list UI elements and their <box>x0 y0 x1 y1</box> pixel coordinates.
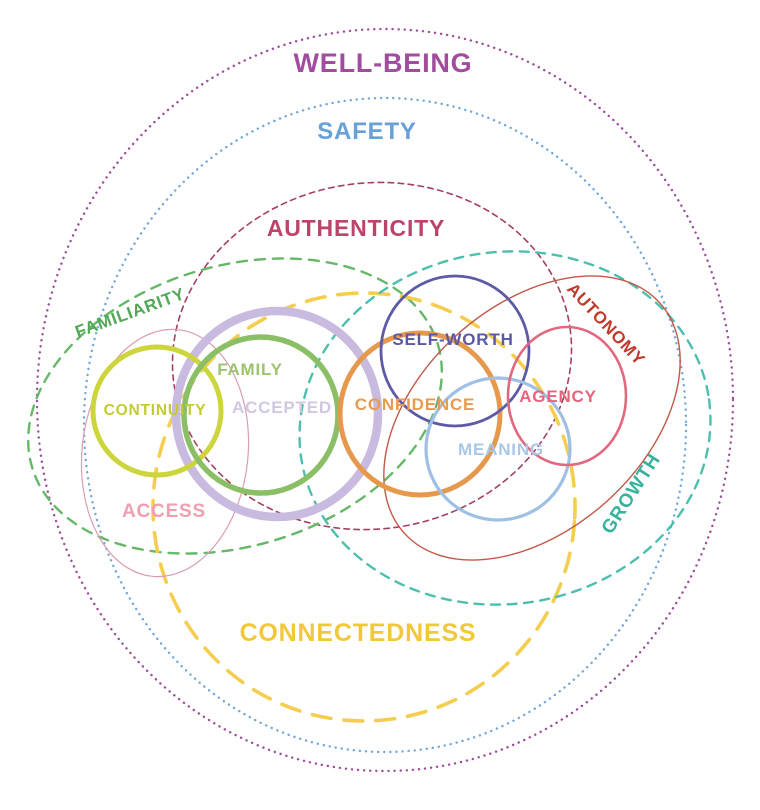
growth-ring <box>298 250 712 606</box>
continuity-ring <box>90 344 224 478</box>
access-ring <box>80 328 250 578</box>
meaning-ring <box>424 376 572 522</box>
accepted-ring <box>171 306 383 522</box>
family-label: FAMILY <box>217 360 283 379</box>
accepted-label: ACCEPTED <box>232 398 332 417</box>
access-label: ACCESS <box>122 501 206 522</box>
well-being-label: WELL-BEING <box>294 48 473 78</box>
safety-label: SAFETY <box>317 118 416 145</box>
meaning-label: MEANING <box>458 440 544 459</box>
connectedness-label: CONNECTEDNESS <box>240 619 477 647</box>
authenticity-label: AUTHENTICITY <box>267 215 445 241</box>
agency-label: AGENCY <box>519 387 597 406</box>
connectedness-ring <box>151 291 577 723</box>
safety-ring <box>82 96 688 754</box>
autonomy-label: AUTONOMY <box>563 279 649 369</box>
autonomy-ring <box>383 275 681 561</box>
confidence-ring <box>337 330 503 498</box>
growth-label: GROWTH <box>598 450 665 538</box>
familiarity-ring <box>26 257 444 555</box>
agency-ring <box>506 325 628 467</box>
familiarity-label: FAMILIARITY <box>73 284 188 341</box>
self-worth-label: SELF-WORTH <box>392 330 513 349</box>
self-worth-ring <box>379 274 531 428</box>
well-being-ring <box>35 27 735 773</box>
confidence-label: CONFIDENCE <box>355 395 475 414</box>
continuity-label: CONTINUITY <box>104 402 207 419</box>
